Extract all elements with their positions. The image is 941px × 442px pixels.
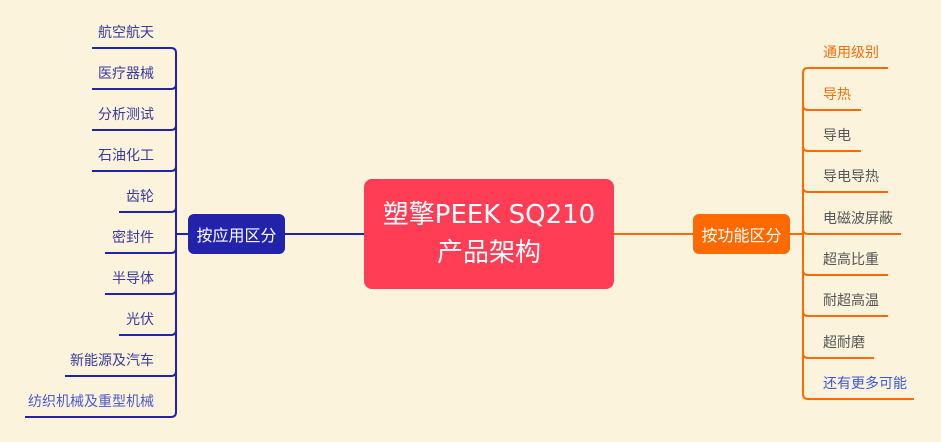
application-item[interactable]: 石油化工 <box>98 148 154 164</box>
function-item[interactable]: 超高比重 <box>823 252 879 268</box>
application-item-connector <box>25 411 177 418</box>
application-item[interactable]: 分析测试 <box>98 107 154 123</box>
application-item-connector <box>119 206 177 213</box>
application-item-connector <box>92 124 177 131</box>
root-node[interactable]: 塑擎PEEK SQ210 产品架构 <box>364 179 614 289</box>
application-item[interactable]: 新能源及汽车 <box>70 353 154 369</box>
function-branch-label: 按功能区分 <box>701 226 782 245</box>
function-item[interactable]: 耐超高温 <box>823 293 879 309</box>
function-item[interactable]: 电磁波屏蔽 <box>823 211 893 227</box>
function-item-connector <box>802 186 888 193</box>
function-item-connector <box>802 67 888 74</box>
function-item[interactable]: 通用级别 <box>823 45 879 61</box>
application-item[interactable]: 医疗器械 <box>98 66 154 82</box>
function-item-connector <box>802 352 874 359</box>
root-title-line2: 产品架构 <box>436 238 541 268</box>
application-branch-label: 按应用区分 <box>196 226 277 245</box>
function-item-connector <box>802 145 861 152</box>
application-item-connector <box>92 165 177 172</box>
application-item-connector <box>105 288 177 295</box>
left-branch-lines <box>25 47 364 418</box>
application-branch-node[interactable]: 按应用区分 <box>188 214 285 254</box>
application-item-connector <box>92 83 177 90</box>
function-item-connector <box>802 310 888 317</box>
application-item[interactable]: 密封件 <box>112 230 154 246</box>
root-title-line1: 塑擎PEEK SQ210 <box>382 200 596 230</box>
application-item-connector <box>119 329 177 336</box>
application-item-connector <box>65 370 177 377</box>
application-item-connector <box>92 47 177 54</box>
application-item[interactable]: 光伏 <box>126 312 154 328</box>
right-branch-lines <box>614 67 914 400</box>
function-item-connector <box>802 104 861 111</box>
function-item-connector <box>802 269 888 276</box>
function-item[interactable]: 超耐磨 <box>823 335 865 351</box>
function-branch-node[interactable]: 按功能区分 <box>693 214 790 254</box>
application-item[interactable]: 航空航天 <box>98 25 154 41</box>
application-item[interactable]: 半导体 <box>112 271 154 287</box>
function-item[interactable]: 还有更多可能 <box>823 376 907 392</box>
function-item-connector <box>802 393 914 400</box>
application-item[interactable]: 齿轮 <box>126 189 154 205</box>
application-item-connector <box>105 247 177 254</box>
function-item[interactable]: 导电 <box>823 128 851 144</box>
function-item-connector <box>802 228 901 235</box>
application-item[interactable]: 纺织机械及重型机械 <box>28 394 154 410</box>
function-item[interactable]: 导电导热 <box>823 169 879 185</box>
function-item[interactable]: 导热 <box>823 87 851 103</box>
